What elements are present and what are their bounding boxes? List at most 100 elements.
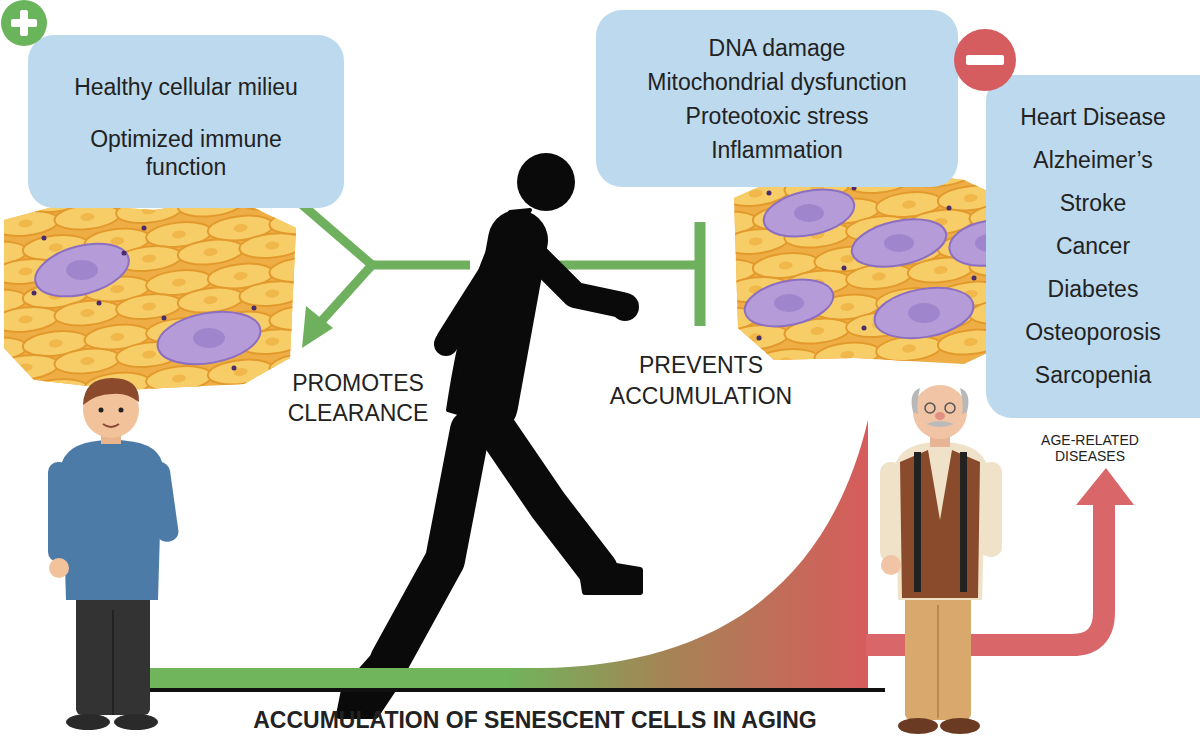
box-text: DNA damage [709,31,846,65]
senescent-tissue-part-part [740,272,837,334]
young-man-part [99,408,104,413]
old-man-part [905,590,971,720]
old-man-part [926,421,954,427]
plus-icon-part [20,10,28,36]
young-man-part [66,714,110,730]
old-man-part [898,718,938,734]
box-text: Mitochondrial dysfunction [647,65,907,99]
runner-silhouette-part [517,153,575,211]
exercise-arrows-part [302,306,333,348]
runner-silhouette [340,153,640,715]
exercise-arrows-part [695,222,706,326]
axis-label: ACCUMULATION OF SENESCENT CELLS IN AGING [60,706,1010,734]
senescent-tissue-part-part [908,303,940,323]
senescent-tissue-part-part [767,191,772,196]
runner-silhouette-part [525,245,622,305]
box-text: Cancer [1056,225,1130,268]
old-man [880,385,1002,734]
senescent-tissue-part-part [972,276,977,281]
minus-icon-part [966,55,1004,65]
runner-silhouette-part [340,645,405,715]
senescent-tissue-part-part [847,212,950,275]
old-man-part [881,555,901,575]
action-label: PREVENTS ACCUMULATION [585,350,817,412]
young-man-part [62,440,162,600]
disease-arrow-part [866,500,1104,645]
healthy-tissue-part-part [162,316,167,321]
senescent-tissue-part-part [947,206,952,211]
box-text: Sarcopenia [1035,354,1151,397]
disease-box: Heart DiseaseAlzheimer’sStrokeCancerDiab… [986,75,1200,418]
old-man-part [935,412,945,420]
young-man-part [76,590,150,715]
healthy-tissue-part-part [142,226,147,231]
healthy-tissue-part-part [32,291,37,296]
old-man-part [914,452,921,592]
senescent-tissue-part-part [794,204,824,222]
old-man-part [896,442,986,600]
young-man-part [83,378,139,405]
healthy-tissue-part-part [29,234,134,305]
old-man-part [960,452,967,592]
young-man-part [114,714,158,730]
exercise-arrows-part [318,265,372,325]
box-text: Alzheimer’s [1033,139,1152,182]
runner-silhouette-part [434,332,458,356]
young-man [48,378,180,730]
old-man-part [880,462,902,562]
stress-box: DNA damageMitochondrial dysfunctionProte… [596,10,958,187]
box-text: Healthy cellular milieu [74,73,298,101]
old-man-part [945,403,955,413]
senescence-curve-part [145,420,868,688]
old-man-part [912,388,920,414]
young-man-part [49,558,69,578]
healthy-tissue-part-part [42,236,47,241]
old-man-part [900,450,980,598]
young-man-part [48,462,70,562]
box-text: Proteotoxic stress [686,99,869,133]
healthy-tissue-part-part [97,301,102,306]
runner-silhouette-part [448,250,505,340]
old-man-part [913,385,967,439]
box-text: Inflammation [711,133,843,167]
old-man-part [925,403,935,413]
old-man-part [980,462,1002,557]
plus-icon-part [1,0,47,46]
healthy-tissue-part-part [193,328,225,348]
senescent-tissue-part-part [842,266,847,271]
young-man-part [101,420,121,444]
senescent-tissue-part-part [884,234,914,252]
senescent-tissue-part-part [759,182,858,244]
old-man-part [937,605,939,718]
box-text: Optimized immune function [61,125,311,181]
disease-arrow [866,468,1134,645]
healthy-tissue-part-part [66,260,98,280]
minus-icon-part [954,29,1016,91]
old-man-part [960,388,968,414]
exercise-arrows-part [540,261,700,270]
senescent-tissue-part-part [862,326,867,331]
plus-icon-part [11,19,37,27]
healthy-tissue-part-part [232,366,237,371]
old-man-part [930,425,950,447]
healthy-tissue-part-part [153,304,264,371]
disease-arrow-part [1076,468,1134,505]
young-man-part [112,610,114,715]
runner-silhouette-part [580,560,640,592]
plus-icon [1,0,47,46]
minus-icon [954,29,1016,91]
runner-silhouette-part [448,210,530,420]
runner-silhouette-part [611,293,639,321]
young-man-part [103,424,119,427]
senescent-tissue-part-part [871,281,978,346]
outcome-box: Healthy cellular milieuOptimized immune … [28,35,344,208]
box-text: Stroke [1060,182,1126,225]
box-text: Diabetes [1048,268,1139,311]
senescence-curve [135,420,885,690]
runner-silhouette-part [488,240,518,405]
senescent-tissue-part-part [757,336,762,341]
box-text: Heart Disease [1020,96,1166,139]
healthy-tissue-part-part [252,306,257,311]
group-label: AGE-RELATED DISEASES [1030,432,1150,464]
